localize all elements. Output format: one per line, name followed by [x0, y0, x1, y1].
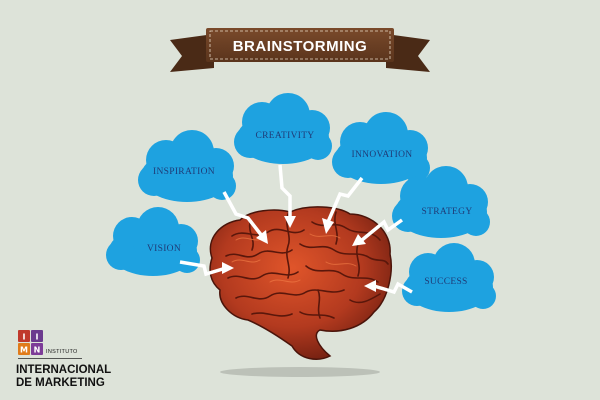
logo-cell-letter-2: I	[36, 333, 39, 342]
logo-instituto: INSTITUTO	[46, 349, 78, 355]
logo-internacional: INTERNACIONAL	[16, 364, 111, 376]
cloud-innovation: INNOVATION	[332, 112, 430, 184]
logo-cell-letter-3: M	[20, 346, 28, 355]
logo-cell-letter-1: I	[23, 333, 26, 342]
logo-cell-letter-4: N	[34, 346, 41, 355]
cloud-label-vision: VISION	[147, 244, 181, 254]
cloud-label-innovation: INNOVATION	[352, 150, 413, 160]
cloud-label-inspiration: INSPIRATION	[153, 167, 215, 177]
title-banner: BRAINSTORMING	[170, 28, 430, 72]
logo-de-marketing: DE MARKETING	[16, 377, 105, 389]
cloud-label-strategy: STRATEGY	[422, 207, 473, 217]
brain-illustration	[210, 207, 391, 359]
brain-shape	[210, 207, 391, 359]
cloud-label-creativity: CREATIVITY	[256, 131, 315, 141]
logo-divider	[18, 358, 82, 359]
cloud-inspiration: INSPIRATION	[138, 130, 236, 202]
logo-grid: I I M N	[18, 330, 43, 355]
cloud-label-success: SUCCESS	[424, 277, 467, 287]
cloud-vision: VISION	[106, 207, 200, 276]
cloud-success: SUCCESS	[402, 243, 496, 312]
institute-logo: I I M N INSTITUTO INTERNACIONAL DE MARKE…	[16, 330, 111, 389]
banner-title: BRAINSTORMING	[233, 38, 368, 55]
cloud-creativity: CREATIVITY	[234, 93, 332, 164]
brain-shadow	[220, 367, 380, 377]
